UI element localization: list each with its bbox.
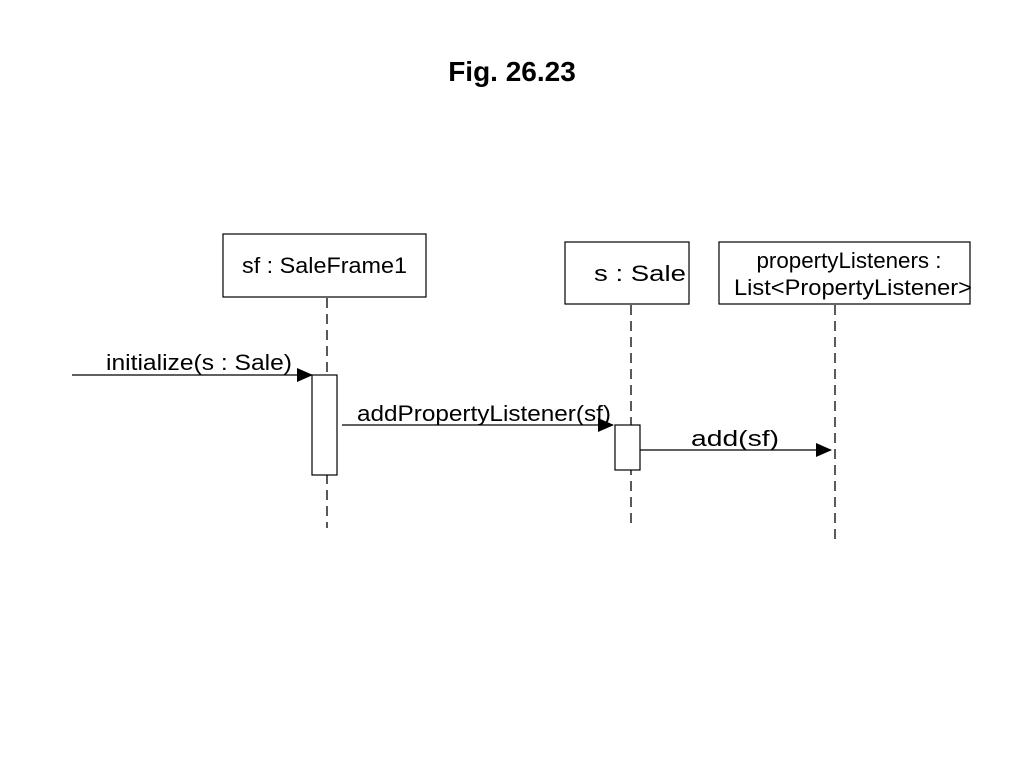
page-title: Fig. 26.23: [448, 56, 576, 87]
activation-sale: [614, 424, 641, 471]
message-add-label: add(sf): [691, 426, 779, 451]
participant-saleframe-box: [222, 233, 427, 298]
participant-sale-box: [564, 241, 690, 305]
participant-saleframe: sf : SaleFrame1: [222, 233, 427, 298]
participant-sale-label: s : Sale: [594, 261, 686, 286]
message-initialize: initialize(s : Sale): [72, 350, 313, 382]
participant-saleframe-label: sf : SaleFrame1: [242, 253, 407, 278]
message-initialize-label: initialize(s : Sale): [106, 350, 292, 375]
activation-saleframe: [311, 374, 338, 476]
message-add: add(sf): [640, 426, 832, 457]
participant-propertylisteners-box: [718, 241, 971, 305]
participant-propertylisteners-label-line1: propertyListeners :: [757, 248, 942, 273]
message-addpropertylistener: addPropertyListener(sf): [342, 401, 614, 432]
participant-propertylisteners-label-line2: List<PropertyListener>: [734, 275, 972, 300]
participant-sale: s : Sale: [564, 241, 690, 305]
participant-propertylisteners: propertyListeners : List<PropertyListene…: [718, 241, 972, 305]
message-addpropertylistener-label: addPropertyListener(sf): [357, 401, 611, 426]
